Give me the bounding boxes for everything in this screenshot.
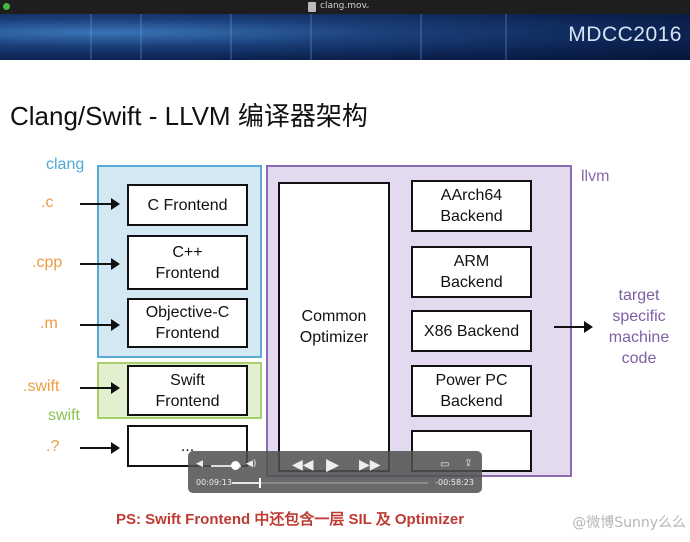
conference-banner: MDCC2016 xyxy=(0,14,690,60)
playback-scrubber[interactable] xyxy=(232,478,428,488)
backend-powerpc: Power PC Backend xyxy=(411,365,532,417)
source-label-cpp: .cpp xyxy=(32,254,63,271)
source-label-m: .m xyxy=(40,315,58,332)
volume-low-icon[interactable]: ◀ xyxy=(196,459,203,469)
frontend-cpp: C++ Frontend xyxy=(127,235,248,290)
target-machine-code-label: target specific machine code xyxy=(608,287,670,367)
title-chevron-icon[interactable]: ⌄ xyxy=(364,1,371,10)
source-arrow-unknown xyxy=(80,442,120,454)
window-titlebar: clang.mov ⌄ xyxy=(0,0,690,14)
slide-title: Clang/Swift - LLVM 编译器架构 xyxy=(10,101,368,131)
swift-label: swift xyxy=(48,407,80,424)
source-arrow-swift xyxy=(80,382,120,394)
frontend-other: ... xyxy=(127,425,248,467)
rewind-icon[interactable]: ◀◀ xyxy=(292,457,314,473)
source-label-c: .c xyxy=(41,194,54,211)
frontend-swift: Swift Frontend xyxy=(127,365,248,416)
source-arrow-c xyxy=(80,198,120,210)
video-player-controls[interactable]: ◀ ◀) ◀◀ ▶ ▶▶ ▭ ⇪ 00:09:13 -00:58:23 xyxy=(188,451,482,493)
ps-note: PS: Swift Frontend 中还包含一层 SIL 及 Optimize… xyxy=(116,511,465,528)
window-close-button[interactable] xyxy=(3,3,10,10)
slide: Clang/Swift - LLVM 编译器架构 clang swift llv… xyxy=(0,60,690,542)
share-icon[interactable]: ⇪ xyxy=(464,458,473,469)
source-arrow-m xyxy=(80,319,120,331)
source-label-unknown: .? xyxy=(46,438,60,455)
volume-slider-knob[interactable] xyxy=(231,461,240,470)
frontend-c: C Frontend xyxy=(127,184,248,226)
window-title: clang.mov xyxy=(320,1,367,11)
airplay-icon[interactable]: ▭ xyxy=(440,459,450,470)
watermark: @微博Sunny么么 xyxy=(572,515,686,531)
backend-arm: ARM Backend xyxy=(411,246,532,298)
remaining-time: -00:58:23 xyxy=(435,478,474,487)
clang-label: clang xyxy=(46,156,85,173)
backend-x86: X86 Backend xyxy=(411,310,532,352)
source-label-swift: .swift xyxy=(23,378,60,395)
frontend-objective-c: Objective-C Frontend xyxy=(127,298,248,348)
play-icon[interactable]: ▶ xyxy=(326,455,340,475)
output-arrow xyxy=(554,321,593,333)
llvm-label: llvm xyxy=(581,168,610,185)
backend-aarch64: AArch64 Backend xyxy=(411,180,532,232)
playback-progress-fill xyxy=(232,482,259,484)
fast-forward-icon[interactable]: ▶▶ xyxy=(359,457,381,473)
playback-scrubber-knob[interactable] xyxy=(258,478,261,488)
volume-slider[interactable] xyxy=(211,465,241,467)
common-optimizer: Common Optimizer xyxy=(278,182,390,472)
source-arrow-cpp xyxy=(80,258,120,270)
movie-file-icon xyxy=(308,2,316,12)
volume-high-icon[interactable]: ◀) xyxy=(246,459,257,469)
elapsed-time: 00:09:13 xyxy=(196,478,232,487)
conference-logo: MDCC2016 xyxy=(568,23,682,46)
